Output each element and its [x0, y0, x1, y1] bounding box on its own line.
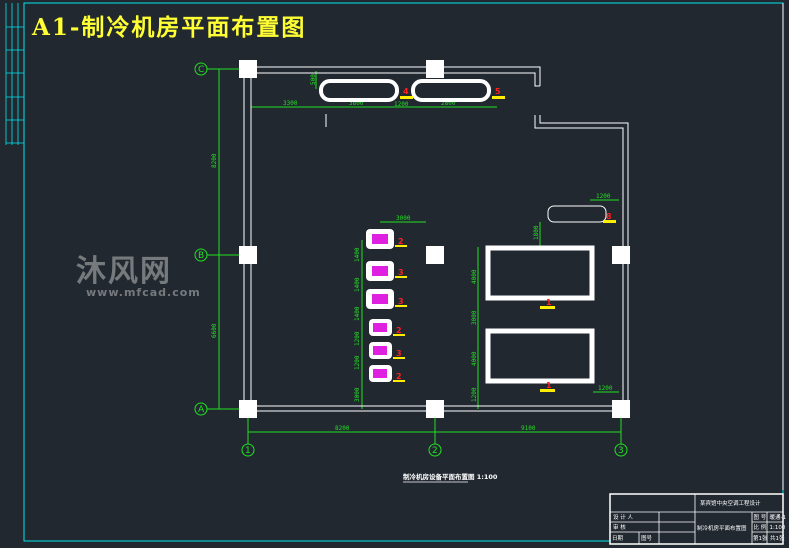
axis-label-b: B: [198, 251, 204, 261]
pumps: [366, 229, 394, 382]
chiller-1: [485, 245, 595, 301]
tb-total: 共1张: [770, 534, 785, 542]
dim-horizontal-2: 9100: [521, 425, 536, 432]
equipment: 1 1 4 5 8 2 3 3 2 3 2: [319, 79, 616, 392]
dim-chiller-3: 3000: [471, 310, 478, 325]
dim-pump-6: 3000: [354, 387, 361, 402]
tb-reviewer: 审 核: [613, 523, 626, 531]
axis-label-c: C: [198, 65, 204, 75]
axis-grid: [194, 62, 628, 457]
tag-pump-1: 2: [398, 237, 404, 246]
watermark: 沐风网 www.mfcad.com: [62, 246, 201, 299]
dim-right-1: 1200: [596, 193, 611, 200]
axis-label-1: 1: [245, 446, 251, 456]
dim-pump-2: 1400: [354, 277, 361, 292]
tag-tank-5: 5: [495, 87, 501, 96]
vessel-8: [547, 205, 607, 223]
chiller-2: [485, 328, 595, 384]
tb-no-label: 图 号: [754, 513, 767, 521]
dim-chiller-4: 4000: [471, 351, 478, 366]
tb-designer: 设 计 人: [613, 513, 633, 521]
dim-horizontal-1: 8200: [335, 425, 350, 432]
walls: [243, 66, 629, 412]
dim-top-1: 3300: [283, 100, 298, 107]
dim-pump-3: 1400: [354, 306, 361, 321]
watermark-url: www.mfcad.com: [86, 286, 201, 299]
tag-pump-5: 3: [396, 349, 402, 358]
tb-sheet: 第1张: [753, 534, 768, 542]
dim-vertical-2: 6600: [211, 323, 218, 338]
tag-chiller-2: 1: [546, 381, 552, 390]
tb-date: 日期: [612, 535, 624, 542]
watermark-brand: 沐风网: [76, 254, 172, 289]
dim-vertical-1: 8200: [211, 153, 218, 168]
dim-top-offset: 500: [310, 74, 317, 85]
columns: [239, 60, 630, 418]
dim-pump-width: 3000: [396, 215, 411, 222]
tb-scale-label: 比 例: [754, 523, 767, 531]
tag-pump-6: 2: [396, 372, 402, 381]
tag-vessel: 8: [606, 212, 612, 221]
drawing-frame: [5, 2, 784, 542]
tb-no: 暖通-1: [770, 513, 786, 521]
dim-chiller-1: 1800: [533, 225, 540, 240]
tank-5: [411, 79, 491, 102]
axis-label-2: 2: [432, 446, 438, 456]
tag-tank-4: 4: [403, 87, 409, 96]
tag-pump-4: 2: [396, 326, 402, 335]
dim-pump-1: 1400: [354, 247, 361, 262]
axis-label-a: A: [198, 405, 205, 415]
tank-4: [319, 79, 399, 102]
dim-top-3: 1200: [394, 101, 409, 108]
dim-chiller-2: 4000: [471, 269, 478, 284]
tb-blank: 图号: [641, 534, 653, 542]
drawing-title: A1-制冷机房平面布置图: [32, 14, 307, 41]
tb-drawing-name: 制冷机房平面布置图: [697, 524, 747, 532]
dim-pump-4: 1200: [354, 331, 361, 346]
axis-label-3: 3: [618, 446, 624, 456]
title-block: 某宾馆中央空调工程设计 设 计 人 审 核 日期 图号 制冷机房平面布置图 图 …: [609, 493, 786, 545]
dim-pump-5: 1200: [354, 355, 361, 370]
tag-pump-3: 3: [398, 297, 404, 306]
tb-project: 某宾馆中央空调工程设计: [700, 499, 761, 507]
tb-scale: 1:100: [770, 525, 786, 531]
tag-chiller-1: 1: [546, 298, 552, 307]
dim-top-4: 2800: [441, 100, 456, 107]
tag-pump-2: 3: [398, 268, 404, 277]
dim-right-2: 1200: [598, 385, 613, 392]
dim-chiller-5: 1200: [471, 387, 478, 402]
dim-top-2: 3800: [349, 100, 364, 107]
drawing-caption: 制冷机房设备平面布置图 1:100: [403, 472, 498, 481]
